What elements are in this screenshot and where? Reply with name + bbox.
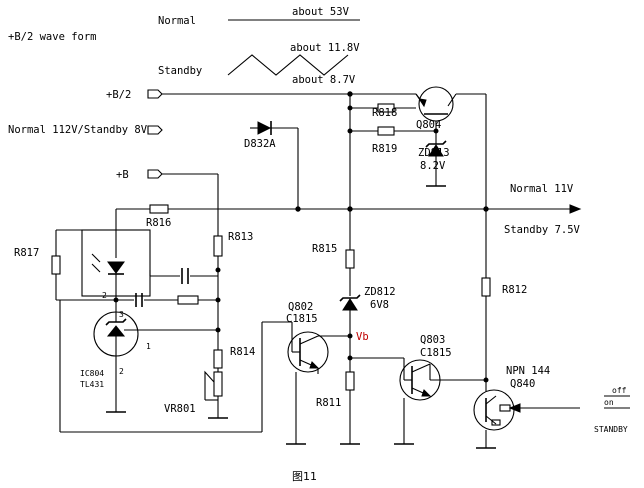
opto-pin2: 2 [102,291,107,300]
output-normal-label: Normal 11V [510,183,574,195]
r811-resistor [345,371,355,391]
normal-standby-label: Normal 112V/Standby 8V [8,124,148,136]
r812-label: R812 [502,284,527,296]
q802-part: C1815 [286,313,318,325]
r812-resistor [481,277,491,297]
ic804-triangle [106,325,126,337]
r813-resistor [213,235,223,257]
zd812-bar [339,294,361,302]
output-standby-label: Standby 7.5V [504,224,581,236]
standby-ctrl-label: STANDBY [594,425,628,434]
normal-value: about 53V [292,6,350,18]
ic804-pin3: 3 [119,310,124,319]
waveform-title: +B/2 wave form [8,31,97,43]
ic804-pin2: 2 [119,367,124,376]
q803-part: C1815 [420,347,452,359]
vb-label: Vb [356,331,369,343]
zd812-value: 6V8 [370,299,389,311]
r814-label: R814 [230,346,255,358]
b2-connector [147,89,163,99]
r814-resistor [213,349,223,369]
r813-label: R813 [228,231,253,243]
q840-emitter-resistor [491,419,501,426]
vr801-resistor [213,371,223,397]
junction [215,267,221,273]
output-arrow [569,204,582,214]
standby-label: Standby [158,65,202,77]
standby-high: about 11.8V [290,42,360,54]
zd813-value: 8.2V [420,160,446,172]
b-connector [147,169,163,179]
led-symbol [107,261,125,274]
zd812-symbol [342,298,358,311]
d832a-symbol [257,121,272,135]
standby-arrow [508,403,521,413]
q803-label: Q803 [420,334,445,346]
r817-label: R817 [14,247,39,259]
light-ray [91,263,101,273]
q802-label: Q802 [288,301,313,313]
q840-emitter [485,415,497,425]
ic804-bar [105,318,127,326]
r817-resistor [51,255,61,275]
r816-label: R816 [146,217,171,229]
junction [347,206,353,212]
r816-resistor [149,204,169,214]
normal-standby-connector [147,125,163,135]
q804-arrow [419,98,427,108]
q803-collector [411,363,431,373]
r815-label: R815 [312,243,337,255]
q802-collector [299,335,319,345]
r815-resistor [345,249,355,269]
series-resistor [177,295,199,305]
ic804-label: IC804 [80,369,104,378]
off-label: off [612,386,627,395]
q840-base-resistor [499,404,511,412]
on-label: on [604,398,614,407]
q802-arrow [309,361,320,369]
q840-label: Q840 [510,378,535,390]
d832a-label: D832A [244,138,276,150]
ic804-part: TL431 [80,380,104,389]
normal-label: Normal [158,15,196,27]
light-ray [91,253,101,263]
zd813-label: ZD813 [418,147,450,159]
q840-symbol [473,389,515,431]
junction [295,206,301,212]
r819-label: R819 [372,143,397,155]
b2-label: +B/2 [106,89,131,101]
b-label: +B [116,169,129,181]
zd812-label: ZD812 [364,286,396,298]
q803-arrow [421,389,432,397]
q840-collector [485,395,497,405]
npn-label: NPN 144 [506,365,550,377]
figure-caption: 图11 [292,470,317,483]
vr801-label: VR801 [164,403,196,415]
standby-sawtooth [227,54,349,76]
junction [347,333,353,339]
r819-resistor [377,126,395,136]
r811-label: R811 [316,397,341,409]
r818-label: R818 [372,107,397,119]
vr801-wiper [204,370,215,384]
q804-collector [447,93,457,107]
standby-low: about 8.7V [292,74,356,86]
junction [347,105,353,111]
q802-symbol [287,331,329,373]
zd813-bar [425,140,447,148]
q804-label: Q804 [416,119,441,131]
ic804-pin1: 1 [146,342,151,351]
junction [347,128,353,134]
